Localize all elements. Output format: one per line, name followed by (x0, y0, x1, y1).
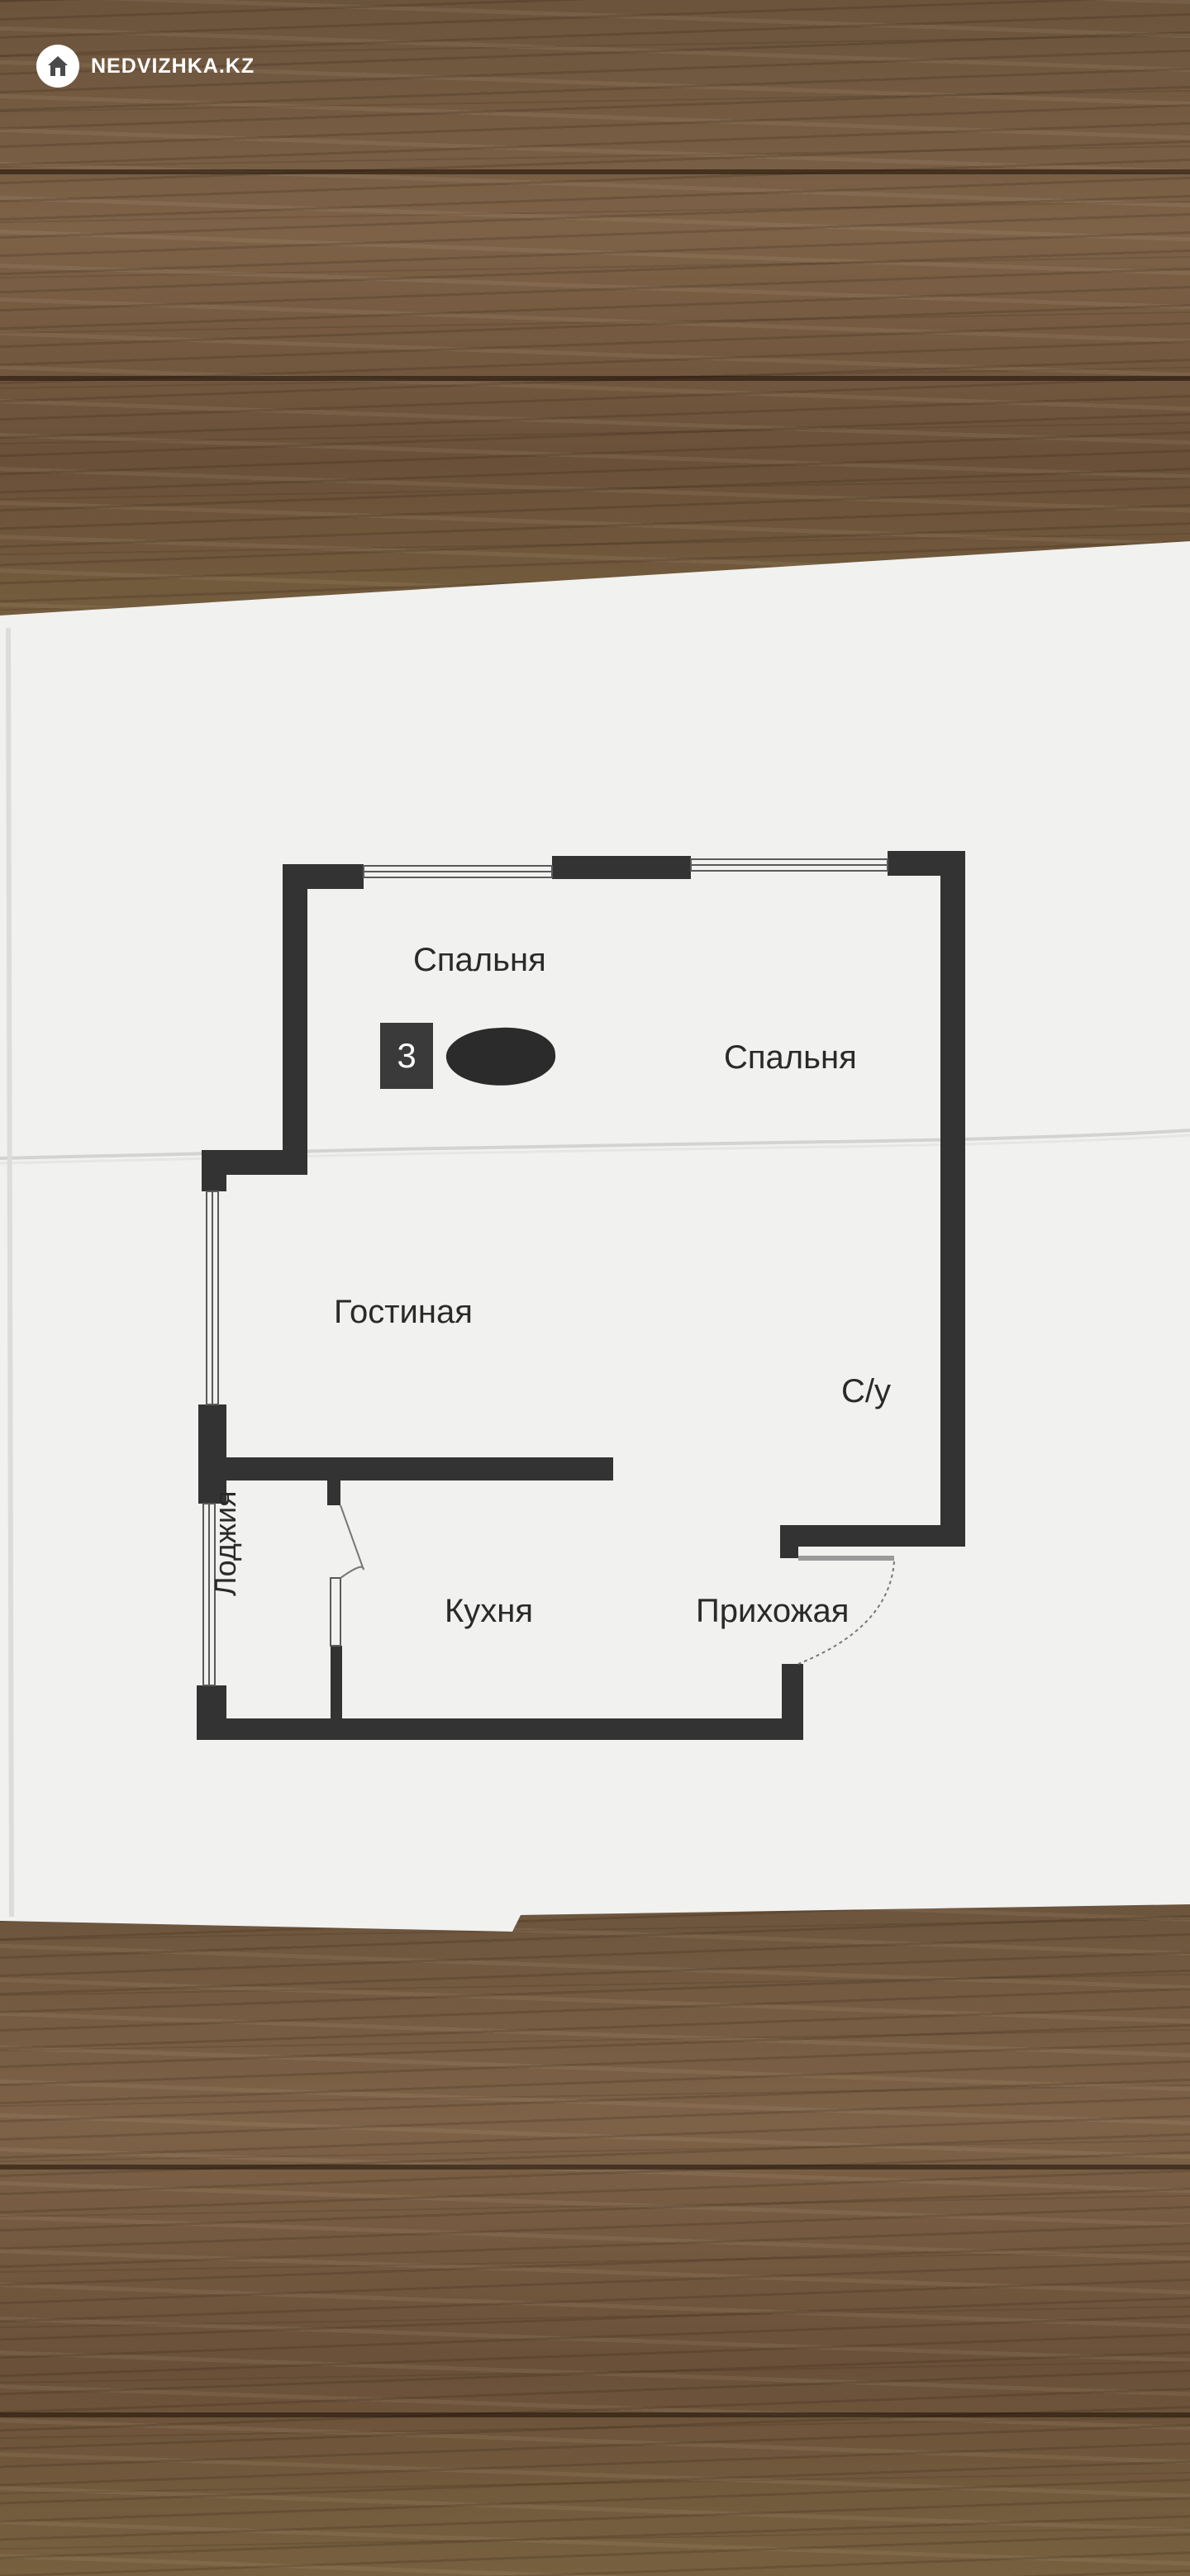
wall (283, 864, 307, 1170)
door-swing (340, 1504, 364, 1579)
wall (331, 1646, 342, 1737)
room-label-kitchen: Кухня (445, 1593, 534, 1629)
wall (780, 1525, 798, 1558)
wall (327, 1480, 340, 1505)
wood-seam (0, 2165, 1190, 2170)
rooms-count-badge: 3 (380, 1023, 433, 1089)
wall (197, 1718, 803, 1740)
wall (940, 851, 965, 1542)
wall (198, 1404, 226, 1504)
paper-left-edge (6, 627, 14, 1918)
room-label-hallway: Прихожая (696, 1593, 850, 1629)
room-label-bathroom: С/у (841, 1373, 891, 1409)
room-label-bedroom-2: Спальня (724, 1039, 857, 1076)
wood-seam (0, 376, 1190, 381)
wooden-table-top (0, 0, 1190, 661)
walls (197, 851, 965, 1740)
windows (202, 858, 888, 1686)
wall (782, 1664, 803, 1740)
wall (780, 1525, 965, 1547)
room-label-bedroom-1: Спальня (413, 942, 546, 978)
wall (198, 1457, 613, 1480)
doors (340, 1504, 895, 1665)
watermark-text: NEDVIZHKA.KZ (91, 54, 255, 78)
wood-seam (0, 169, 1190, 174)
room-label-loggia: Лоджия (208, 1490, 242, 1596)
wood-seam (0, 2412, 1190, 2417)
watermark: NEDVIZHKA.KZ (36, 45, 255, 88)
wall (552, 856, 691, 879)
wooden-table-bottom (0, 1884, 1190, 2576)
room-label-living-room: Гостиная (334, 1294, 473, 1330)
door-swing (797, 1561, 895, 1665)
window (330, 1577, 341, 1647)
wall (202, 1150, 226, 1191)
house-icon (36, 45, 79, 88)
